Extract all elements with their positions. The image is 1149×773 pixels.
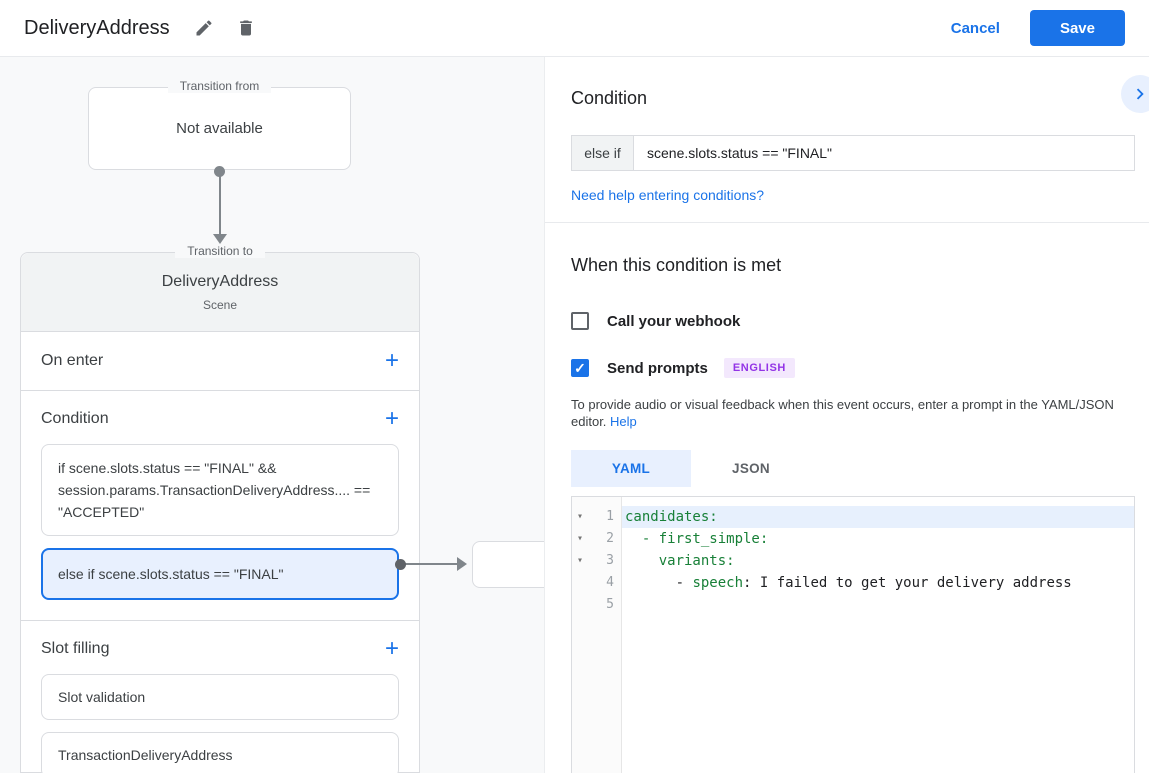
fold-arrow-icon[interactable]: ▾ bbox=[577, 533, 584, 544]
condition-item[interactable]: if scene.slots.status == "FINAL" && sess… bbox=[41, 444, 399, 536]
editor-tabs: YAML JSON bbox=[571, 450, 1135, 487]
line-number: 4 bbox=[606, 575, 614, 590]
code-line[interactable]: candidates: bbox=[622, 506, 1134, 528]
condition-prefix-label: else if bbox=[572, 136, 634, 170]
transition-from-box[interactable]: Transition from Not available bbox=[88, 79, 351, 170]
gutter-row: 5 bbox=[572, 594, 621, 616]
help-link[interactable]: Help bbox=[610, 414, 637, 429]
editor-code[interactable]: candidates: - first_simple: variants: - … bbox=[622, 497, 1134, 773]
flow-connector-line bbox=[219, 172, 221, 235]
condition-help-link[interactable]: Need help entering conditions? bbox=[571, 187, 765, 203]
webhook-checkbox[interactable] bbox=[571, 312, 589, 330]
line-number: 1 bbox=[606, 509, 614, 524]
code-token bbox=[625, 531, 642, 547]
slot-filling-title: Slot filling bbox=[41, 640, 110, 657]
on-enter-title: On enter bbox=[41, 352, 104, 369]
tab-json[interactable]: JSON bbox=[732, 461, 770, 476]
flow-arrow-down-icon bbox=[213, 234, 227, 244]
cancel-button[interactable]: Cancel bbox=[935, 12, 1016, 45]
line-number: 3 bbox=[606, 553, 614, 568]
gutter-row: ▾1 bbox=[572, 506, 621, 528]
fold-arrow-icon[interactable]: ▾ bbox=[577, 555, 584, 566]
code-token bbox=[625, 553, 659, 569]
edit-title-button[interactable] bbox=[190, 14, 218, 42]
when-met-heading: When this condition is met bbox=[571, 255, 782, 275]
code-line[interactable]: - first_simple: bbox=[622, 528, 1134, 550]
collapse-panel-button[interactable] bbox=[1121, 75, 1149, 113]
condition-input-row: else if bbox=[571, 135, 1135, 171]
code-token: - first_simple: bbox=[641, 531, 769, 547]
panel-heading: Condition bbox=[571, 88, 648, 108]
code-token: candidates: bbox=[625, 509, 718, 525]
fold-arrow-icon[interactable]: ▾ bbox=[577, 511, 584, 522]
add-slot-button[interactable]: + bbox=[384, 635, 399, 662]
condition-connector-dot bbox=[395, 559, 406, 570]
condition-section: Condition + if scene.slots.status == "FI… bbox=[21, 391, 419, 621]
checkmark-icon: ✓ bbox=[574, 360, 586, 376]
scene-card: Transition to DeliveryAddress Scene On e… bbox=[20, 244, 420, 773]
flow-connector-dot bbox=[214, 166, 225, 177]
gutter-row: ▾2 bbox=[572, 528, 621, 550]
condition-expression-input[interactable] bbox=[634, 136, 1134, 170]
save-button[interactable]: Save bbox=[1029, 10, 1125, 46]
code-token: : I failed to get your delivery address bbox=[743, 575, 1072, 591]
tab-yaml[interactable]: YAML bbox=[571, 450, 691, 487]
code-token: speech bbox=[692, 575, 744, 591]
trash-icon bbox=[236, 18, 256, 38]
slot-item[interactable]: TransactionDeliveryAddress bbox=[41, 732, 399, 773]
send-prompts-label: Send prompts bbox=[607, 359, 708, 377]
prompts-description: To provide audio or visual feedback when… bbox=[571, 396, 1135, 430]
condition-section-title: Condition bbox=[41, 410, 109, 427]
code-token: variants: bbox=[658, 553, 735, 569]
scene-card-header[interactable]: DeliveryAddress Scene bbox=[21, 253, 419, 332]
code-line[interactable]: variants: bbox=[622, 550, 1134, 572]
condition-item-selected[interactable]: else if scene.slots.status == "FINAL" bbox=[41, 548, 399, 600]
code-line[interactable] bbox=[622, 594, 1134, 616]
top-bar: DeliveryAddress Cancel Save bbox=[0, 0, 1149, 57]
gutter-row: 4 bbox=[572, 572, 621, 594]
add-condition-button[interactable]: + bbox=[384, 405, 399, 432]
scene-diagram-panel: Transition from Not available Transition… bbox=[0, 57, 545, 773]
chevron-right-icon bbox=[1129, 83, 1149, 105]
slot-item[interactable]: Slot validation bbox=[41, 674, 399, 720]
webhook-label: Call your webhook bbox=[607, 312, 741, 330]
webhook-option-row: Call your webhook bbox=[571, 312, 1135, 330]
transition-from-label: Transition from bbox=[89, 79, 350, 93]
code-line[interactable]: - speech: I failed to get your delivery … bbox=[622, 572, 1134, 594]
send-prompts-option-row: ✓ Send prompts ENGLISH bbox=[571, 358, 1135, 378]
send-prompts-checkbox[interactable]: ✓ bbox=[571, 359, 589, 377]
line-number: 2 bbox=[606, 531, 614, 546]
code-token: - bbox=[625, 575, 693, 591]
condition-arrow-right-icon bbox=[457, 557, 467, 571]
page-title: DeliveryAddress bbox=[24, 16, 170, 39]
condition-connector-line bbox=[405, 563, 458, 565]
on-enter-section[interactable]: On enter + bbox=[21, 332, 419, 391]
transition-target-box[interactable] bbox=[472, 541, 544, 588]
prompts-description-text: To provide audio or visual feedback when… bbox=[571, 397, 1114, 429]
delete-scene-button[interactable] bbox=[232, 14, 260, 42]
language-badge: ENGLISH bbox=[723, 358, 795, 378]
slot-filling-section: Slot filling + Slot validation Transacti… bbox=[21, 621, 419, 773]
scene-name: DeliveryAddress bbox=[161, 273, 279, 290]
scene-type: Scene bbox=[202, 298, 238, 312]
panel-divider bbox=[545, 222, 1149, 223]
condition-editor-panel: Condition else if Need help entering con… bbox=[545, 57, 1149, 773]
pencil-icon bbox=[194, 18, 214, 38]
line-number: 5 bbox=[606, 597, 614, 612]
transition-from-value: Not available bbox=[176, 120, 263, 137]
add-on-enter-button[interactable]: + bbox=[384, 347, 399, 374]
gutter-row: ▾3 bbox=[572, 550, 621, 572]
